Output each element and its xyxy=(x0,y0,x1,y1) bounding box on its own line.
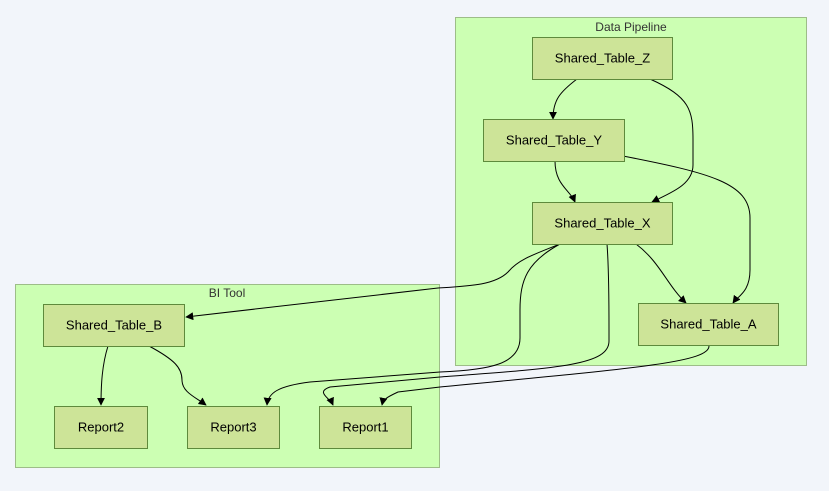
node-shared-table-b[interactable]: Shared_Table_B xyxy=(43,304,185,347)
edge-y-to-x xyxy=(554,160,576,203)
node-shared-table-y[interactable]: Shared_Table_Y xyxy=(483,119,625,162)
node-shared-table-a[interactable]: Shared_Table_A xyxy=(638,303,779,346)
node-report1-label: Report1 xyxy=(342,420,388,435)
edges xyxy=(97,78,751,406)
cluster-data-pipeline-label: Data Pipeline xyxy=(595,20,667,34)
node-report1-box[interactable] xyxy=(319,406,412,449)
node-shared-table-z[interactable]: Shared_Table_Z xyxy=(532,37,673,80)
node-shared-table-a-label: Shared_Table_A xyxy=(660,317,756,332)
node-report2[interactable]: Report2 xyxy=(54,406,148,449)
node-shared-table-z-box[interactable] xyxy=(532,37,673,80)
node-shared-table-a-box[interactable] xyxy=(638,303,779,346)
node-report3-label: Report3 xyxy=(210,420,256,435)
node-shared-table-y-box[interactable] xyxy=(483,119,625,162)
node-report2-box[interactable] xyxy=(54,406,148,449)
edge-b-to-report3 xyxy=(148,345,207,406)
edge-x-to-b xyxy=(185,243,561,321)
node-shared-table-x[interactable]: Shared_Table_X xyxy=(532,202,673,245)
edge-b-to-report2 xyxy=(97,345,109,406)
node-shared-table-b-label: Shared_Table_B xyxy=(66,318,162,333)
edge-y-to-a xyxy=(622,155,751,304)
edge-z-to-x xyxy=(649,78,694,203)
node-report3[interactable]: Report3 xyxy=(187,406,280,449)
node-shared-table-b-box[interactable] xyxy=(43,304,185,347)
node-shared-table-x-label: Shared_Table_X xyxy=(554,216,650,231)
node-shared-table-x-box[interactable] xyxy=(532,202,673,245)
node-report2-label: Report2 xyxy=(78,420,124,435)
node-shared-table-y-label: Shared_Table_Y xyxy=(506,133,602,148)
edge-z-to-y xyxy=(549,78,578,120)
node-report1[interactable]: Report1 xyxy=(319,406,412,449)
edge-x-to-a xyxy=(635,243,687,304)
cluster-bi-tool-label: BI Tool xyxy=(209,286,245,300)
edge-x-to-report1 xyxy=(323,243,610,406)
node-shared-table-z-label: Shared_Table_Z xyxy=(555,51,650,66)
node-report3-box[interactable] xyxy=(187,406,280,449)
edge-a-to-report1 xyxy=(379,345,710,406)
edge-x-to-report3 xyxy=(263,243,561,406)
